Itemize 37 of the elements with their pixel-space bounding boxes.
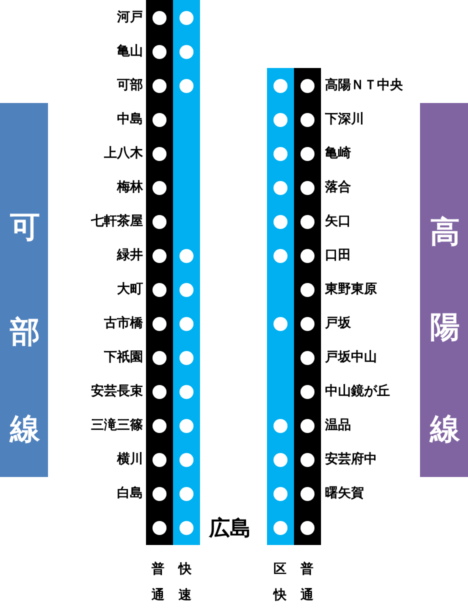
station-name: 高陽ＮＴ中央 bbox=[325, 78, 403, 94]
station-name: 下祇園 bbox=[104, 350, 143, 366]
station-name: 大町 bbox=[117, 282, 143, 298]
station-name: 中島 bbox=[117, 112, 143, 128]
station-name: 緑井 bbox=[117, 248, 143, 264]
station-name: 三滝三篠 bbox=[91, 418, 143, 434]
line-name: 高陽線 bbox=[427, 190, 461, 490]
station-name: 白島 bbox=[117, 486, 143, 502]
station-name: 安芸府中 bbox=[325, 452, 377, 468]
terminal-station-name: 広島 bbox=[209, 515, 251, 541]
station-name: 亀崎 bbox=[325, 146, 351, 162]
station-name: 下深川 bbox=[325, 112, 364, 128]
station-name: 口田 bbox=[325, 248, 351, 264]
station-name: 上八木 bbox=[104, 146, 143, 162]
station-name: 中山鏡が丘 bbox=[325, 384, 390, 400]
station-name: 落合 bbox=[325, 180, 351, 196]
station-name: 安芸長束 bbox=[91, 384, 143, 400]
service-type-label: 区快 bbox=[273, 561, 287, 605]
station-name: 横川 bbox=[117, 452, 143, 468]
station-name: 戸坂 bbox=[325, 316, 351, 332]
station-name: 亀山 bbox=[117, 44, 143, 60]
line-name: 可部線 bbox=[7, 190, 41, 490]
station-name: 曙矢賀 bbox=[325, 486, 364, 502]
station-name: 河戸 bbox=[117, 10, 143, 26]
service-type-label: 普通 bbox=[151, 560, 165, 605]
station-name: 古市橋 bbox=[104, 316, 143, 332]
station-name: 戸坂中山 bbox=[325, 350, 377, 366]
station-name: 七軒茶屋 bbox=[91, 214, 143, 230]
station-name: 矢口 bbox=[325, 214, 351, 230]
station-name: 温品 bbox=[325, 418, 351, 434]
station-name: 梅林 bbox=[117, 180, 143, 196]
line-name-panel bbox=[0, 103, 48, 477]
service-type-label: 快速 bbox=[178, 561, 192, 605]
station-name: 東野東原 bbox=[325, 282, 377, 298]
station-name: 可部 bbox=[117, 78, 143, 94]
service-type-label: 普通 bbox=[300, 560, 314, 605]
line-name-panel bbox=[420, 103, 468, 477]
